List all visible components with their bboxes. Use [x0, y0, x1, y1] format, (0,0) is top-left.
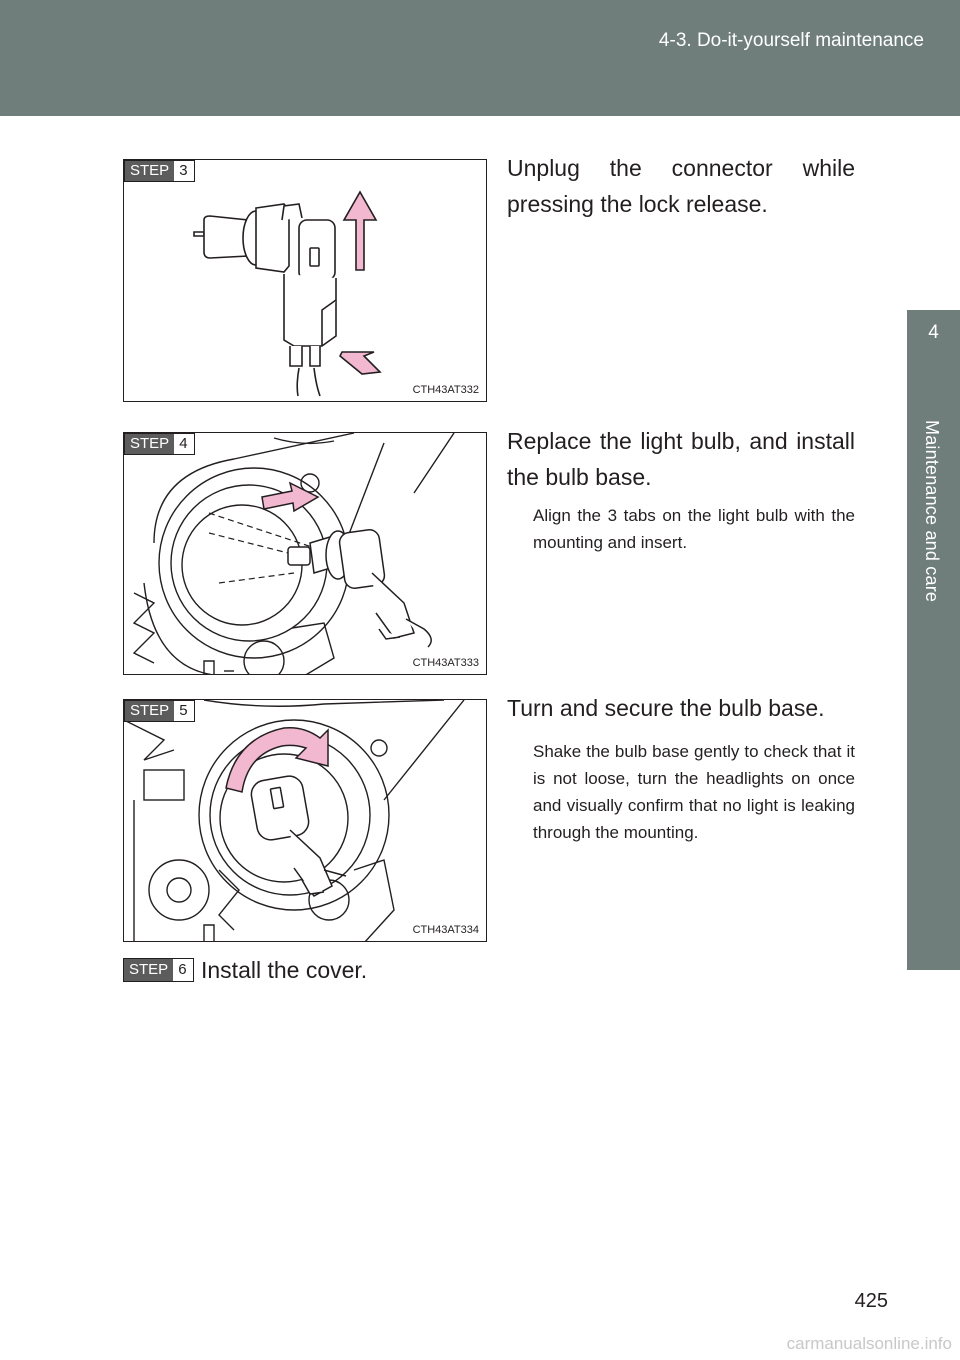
- step-5-note: Shake the bulb base gently to check that…: [533, 742, 855, 842]
- section-title: 4-3. Do-it-yourself maintenance: [658, 30, 924, 51]
- chapter-number: 4: [928, 322, 939, 343]
- step-5-instruction: Turn and secure the bulb base.: [507, 695, 825, 721]
- chapter-label: Maintenance and care: [922, 420, 942, 603]
- step-4-note: Align the 3 tabs on the light bulb with …: [533, 506, 855, 552]
- figure-code: CTH43AT332: [412, 384, 479, 396]
- page-header: 4-3. Do-it-yourself maintenance: [0, 0, 960, 116]
- bulb-secure-illustration: [124, 700, 465, 941]
- figure-code: CTH43AT334: [412, 924, 479, 936]
- step-6-instruction: Install the cover.: [201, 957, 368, 983]
- bulb-install-illustration: [132, 433, 455, 674]
- chapter-tab[interactable]: 4 Maintenance and care: [907, 310, 960, 970]
- step-4-instruction: Replace the light bulb, and install the …: [507, 428, 855, 490]
- figure-code: CTH43AT333: [412, 657, 479, 669]
- page-number: 425: [854, 1290, 888, 1312]
- step-3-instruction: Unplug the connector while pressing the …: [507, 155, 855, 217]
- watermark: carmanualsonline.info: [786, 1334, 952, 1353]
- bulb-connector-illustration: [193, 190, 382, 397]
